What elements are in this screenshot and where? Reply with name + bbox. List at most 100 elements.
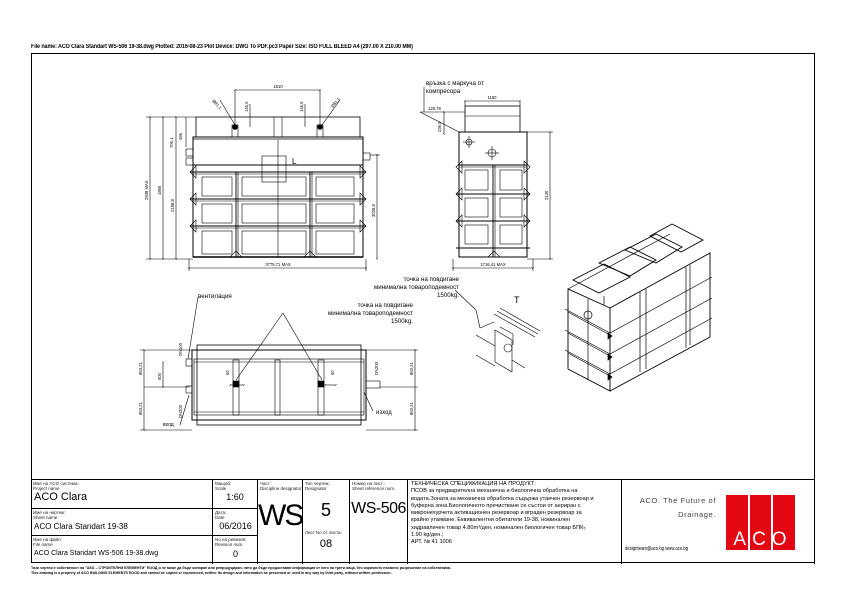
spec-line: хидравличен товар 4.80m³/ден, номинален … [411, 524, 586, 531]
revision-label-en: Revision num. [215, 542, 244, 547]
sheet-label: Име на чертеж: [33, 510, 66, 515]
dim-50-b: 50 [330, 370, 335, 375]
spec-line: АРТ. № 41 1006 [411, 539, 452, 546]
aco-logo-text: ACO [733, 529, 793, 550]
dim-diam-left: Ø81,1 [211, 98, 223, 110]
title-block-scale-date: Мащаб: Scale 1:60 Дата: Date 06/2016 No … [213, 480, 258, 564]
sheet-count-value: 08 [319, 538, 333, 550]
sheet-count-label: Лист No от листа: [305, 530, 342, 535]
designator-value: 5 [320, 500, 331, 520]
title-block-sheet-ref: Номер на лист : Sheet reference num. WS-… [350, 480, 408, 564]
dim-3775: 3775,71 MAX [265, 262, 291, 267]
dim-1810: 1810 [273, 84, 283, 89]
callout-line: точка на повдигане [357, 302, 413, 309]
dim-2188: 2188,8 [170, 199, 175, 212]
date-label-en: Date [215, 515, 225, 520]
file-info-header: File name: ACO Clara Standart WS-506 19-… [31, 44, 413, 50]
spec-line: буферна зона.Биологичното пречистване се… [411, 502, 581, 509]
callout-line: компресора [426, 87, 461, 95]
discipline-label-en: Discipline designator [260, 486, 302, 491]
callout-line: 1500kg. [436, 291, 459, 299]
scale-label-en: Scale [215, 486, 227, 491]
designator-label-en: Designator [305, 486, 327, 491]
copyright-en: This drawing is a property of ACO BUILDI… [31, 571, 392, 575]
dim-1866: 1866 [157, 185, 162, 195]
isometric-view [564, 223, 713, 392]
dim-500: 500 [157, 372, 162, 380]
sheet-ref-label: Номер на лист : [352, 481, 386, 486]
spec-line: микронехурчета активационен резервоар и … [411, 510, 582, 517]
callout-line: 1500kg. [390, 317, 413, 325]
brand-block: ACO. The Future of Drainage. designteam@… [622, 480, 815, 564]
title-block-discipline: Част : Discipline designator WS [258, 480, 304, 564]
spec-line: ПСОВ за предварителна механична и биолог… [411, 488, 578, 495]
sheet-label-en: Sheet name [33, 515, 58, 520]
file-name: ACO Clara Standart WS-506 19-38.dwg [34, 550, 159, 557]
lifting-callout-2: точка на повдигане минимална товароподем… [293, 302, 413, 325]
project-label: Име на ACO система: [33, 481, 79, 486]
date-label: Дата: [215, 510, 227, 515]
dim-863-bl: 863,21 [138, 402, 143, 415]
drawing-frame [31, 53, 815, 563]
dim-486: 486 [178, 132, 183, 140]
dim-706: 706,1 [169, 137, 174, 148]
plan-view [140, 296, 418, 430]
discipline-label: Част : [260, 481, 273, 486]
label-outlet: изход [376, 410, 392, 416]
scale-label: Мащаб: [215, 481, 232, 486]
file-label: Име на файл: [33, 537, 62, 542]
sheet-ref-value: WS-506 [351, 500, 406, 517]
dim-3038: 3038,8 [371, 204, 376, 217]
dim-146-right: 146,5 [299, 101, 304, 112]
marker-L: L [292, 157, 297, 166]
spec-line: крайно утаяване. Еквивалентни обитатели … [411, 517, 570, 524]
dim-863-tr: 863,21 [409, 362, 414, 375]
label-inlet: вход [163, 422, 174, 428]
copyright-bg: Тази чертеж е собственост на "АКО – СТРО… [31, 566, 451, 570]
brand-contact[interactable]: designteam@aco.bg www.aco.bg [625, 546, 689, 552]
spec-line: 1.90 kg/ден.; [411, 532, 444, 539]
dim-863-tl: 863,21 [138, 362, 143, 375]
sheet-name: ACO Clara Standart 19-38 [34, 522, 128, 531]
dim-863-br: 863,21 [409, 402, 414, 415]
dim-1150: 1150 [487, 95, 497, 100]
discipline-value: WS [258, 499, 304, 532]
detail-marker-T: T [514, 295, 520, 305]
title-block: Име на ACO система: Project name ACO Cla… [31, 479, 815, 564]
spec-line: водата.Зоната за механична обработка съд… [411, 495, 594, 502]
dim-2938: 2938 MAX [144, 180, 149, 200]
detail-view [454, 289, 541, 373]
title-block-names: Име на ACO система: Project name ACO Cla… [31, 480, 213, 564]
ventilation-label: вентилация [198, 293, 232, 300]
title-block-designator: Тип чертеж: Designator 5 Лист No от лист… [303, 480, 350, 564]
callout-line: минимална товароподемност [374, 283, 459, 291]
front-view [146, 90, 380, 271]
dim-128: 128,78 [428, 106, 441, 111]
lifting-callout-1: точка на повдигане минимална товароподем… [329, 276, 459, 299]
product-specification: ТЕХНИЧЕСКА СПЕЦИФИКАЦИЯ НА ПРОДУКТ: ПСОВ… [408, 480, 622, 564]
revision-label: No на ревизия: [215, 537, 247, 542]
side-view [419, 87, 553, 271]
dim-1716: 1716,41 MAX [480, 262, 506, 267]
compressor-callout: връзка с маркуча от компресора [426, 80, 484, 96]
dim-2130: 2130 [544, 190, 549, 200]
dim-236: 236,5 [437, 121, 442, 132]
date-value: 06/2016 [219, 521, 252, 531]
dim-dn-in: DN200 [178, 404, 183, 418]
dim-50-a: 50 [225, 370, 230, 375]
file-label-en: File name [33, 542, 53, 547]
dim-dn-vent: DN100 [178, 342, 183, 356]
sheet-ref-label-en: Sheet reference num. [352, 486, 396, 491]
designator-label: Тип чертеж: [305, 481, 330, 486]
dim-diam-right: Ø81,1 [330, 96, 341, 109]
project-name: ACO Clara [34, 491, 88, 503]
callout-line: минимална товароподемност [328, 309, 413, 317]
dim-dn-out: DN200 [374, 361, 379, 375]
scale-value: 1:60 [226, 492, 244, 502]
brand-slogan: ACO. The Future of [639, 496, 716, 505]
project-label-en: Project name [33, 486, 60, 491]
aco-logo: ACO [726, 495, 795, 550]
revision-value: 0 [232, 549, 238, 559]
callout-line: връзка с маркуча от [426, 80, 484, 87]
